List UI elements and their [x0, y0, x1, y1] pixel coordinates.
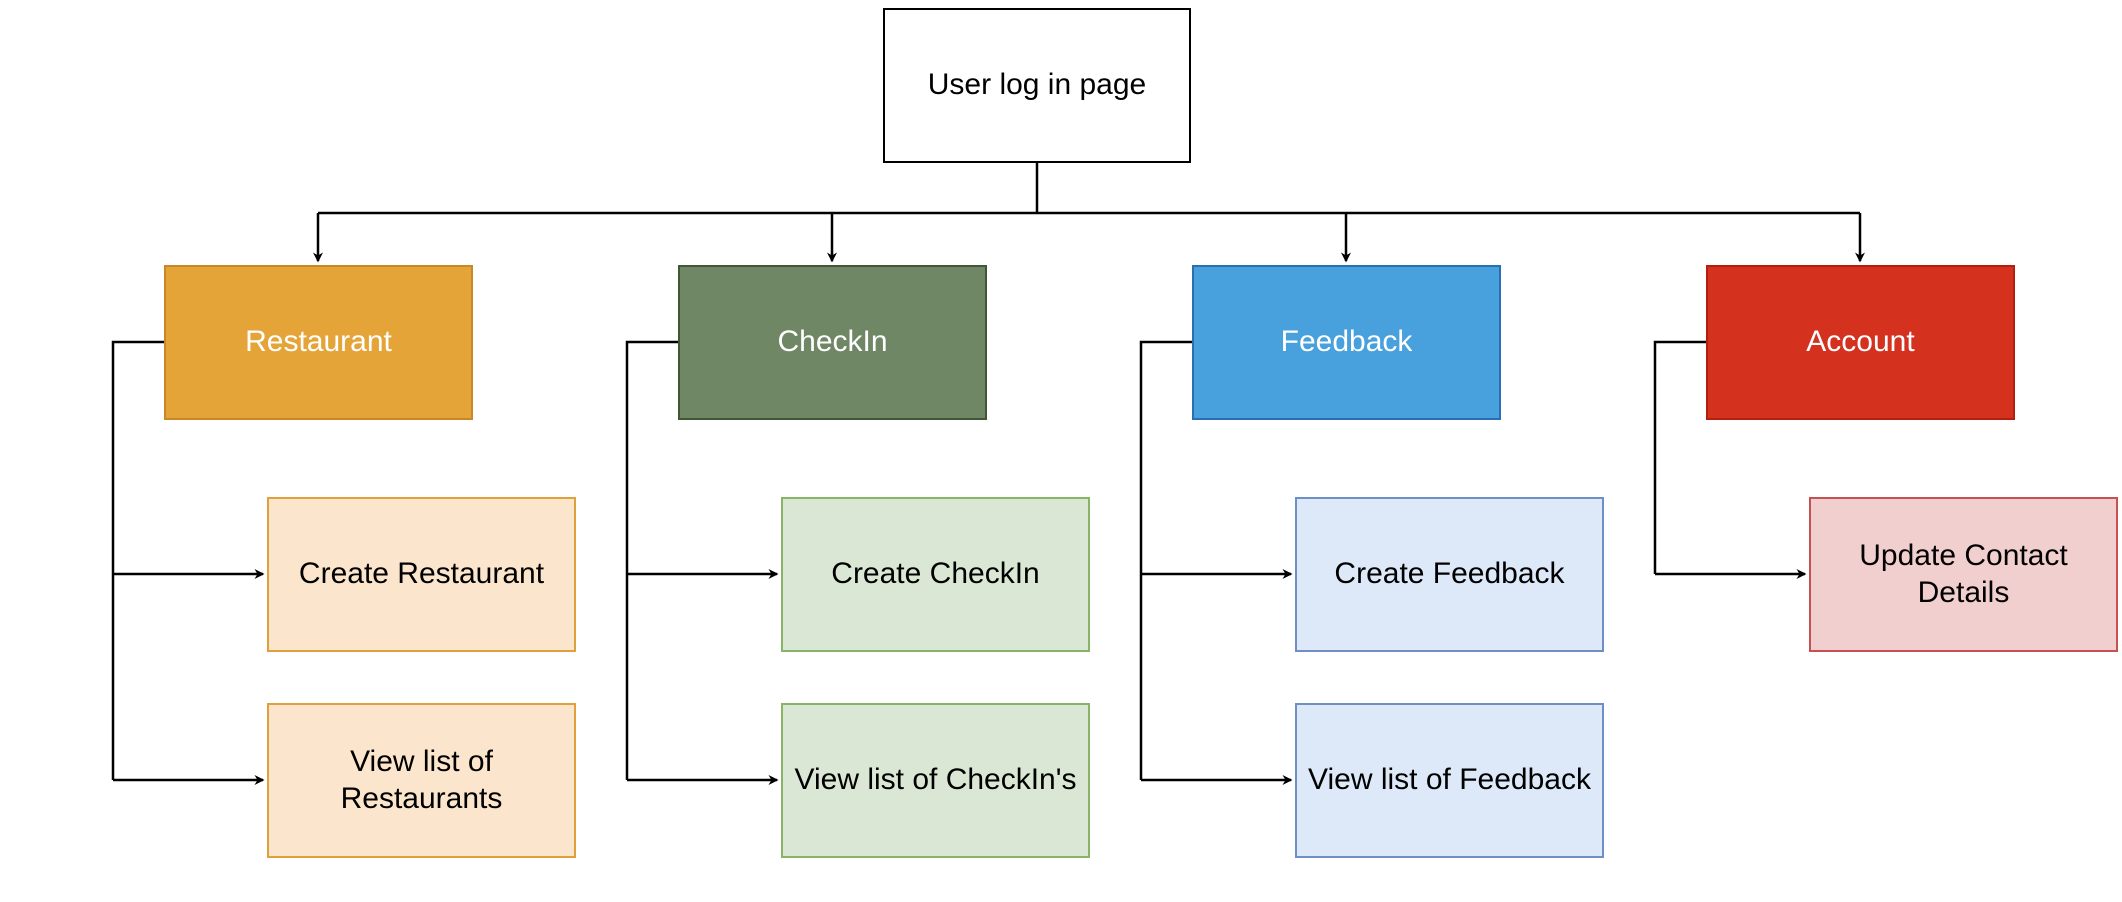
node-label: CheckIn	[777, 325, 888, 359]
node-create-feedback[interactable]: Create Feedback	[1295, 497, 1604, 652]
node-label: Create Feedback	[1334, 557, 1565, 591]
node-label: Feedback	[1280, 325, 1413, 359]
node-label: Create Restaurant	[298, 557, 545, 591]
node-update-contact-details[interactable]: Update Contact Details	[1809, 497, 2118, 652]
node-feedback[interactable]: Feedback	[1192, 265, 1501, 420]
node-label: Account	[1806, 325, 1915, 359]
node-account[interactable]: Account	[1706, 265, 2015, 420]
node-create-restaurant[interactable]: Create Restaurant	[267, 497, 576, 652]
node-view-list-of-feedback[interactable]: View list of Feedback	[1295, 703, 1604, 858]
edge-account-spine	[1653, 340, 1706, 574]
node-label: Update Contact Details	[1859, 538, 2068, 609]
edge-feedback-spine	[1139, 340, 1192, 780]
node-label: View list of Restaurants	[340, 744, 503, 815]
node-restaurant[interactable]: Restaurant	[164, 265, 473, 420]
edge-checkin-spine	[625, 340, 678, 780]
node-checkin[interactable]: CheckIn	[678, 265, 987, 420]
node-create-checkin[interactable]: Create CheckIn	[781, 497, 1090, 652]
node-view-list-of-restaurants[interactable]: View list of Restaurants	[267, 703, 576, 858]
node-user-log-in-page[interactable]: User log in page	[883, 8, 1191, 163]
node-label: Restaurant	[245, 325, 392, 359]
node-label: View list of Feedback	[1308, 763, 1591, 797]
edge-restaurant-spine	[111, 340, 164, 780]
node-view-list-of-checkins[interactable]: View list of CheckIn's	[781, 703, 1090, 858]
node-label: View list of CheckIn's	[794, 763, 1077, 797]
node-label: User log in page	[927, 68, 1147, 102]
node-label: Create CheckIn	[831, 557, 1040, 591]
